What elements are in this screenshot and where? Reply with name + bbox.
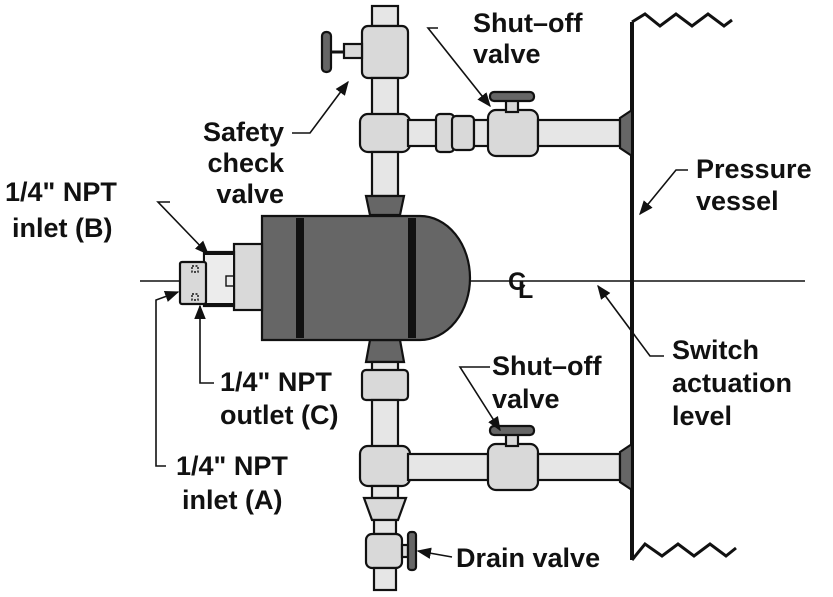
- label-shutoff-bottom-2: valve: [492, 384, 560, 414]
- switch-body: [260, 214, 472, 342]
- upper-column: [358, 4, 412, 217]
- label-safety-check-valve-1: Safety: [203, 117, 284, 147]
- label-shutoff-top-1: Shut–off: [473, 8, 583, 38]
- leader-lines: [155, 27, 688, 559]
- label-pressure-vessel-2: vessel: [696, 186, 779, 216]
- label-outlet-c-1: 1/4" NPT: [220, 367, 332, 397]
- label-inlet-a-2: inlet (A): [182, 485, 283, 515]
- label-inlet-b-1: 1/4" NPT: [5, 177, 117, 207]
- pressure-vessel-wall: [630, 12, 737, 561]
- label-drain-valve: Drain valve: [456, 543, 600, 573]
- label-safety-check-valve-3: valve: [216, 179, 284, 209]
- label-shutoff-top-2: valve: [473, 39, 541, 69]
- svg-text:C: C: [508, 268, 526, 296]
- drain-valve-handle: [400, 530, 418, 572]
- label-safety-check-valve-2: check: [207, 148, 285, 178]
- svg-text:L: L: [518, 276, 533, 304]
- label-pressure-vessel-1: Pressure: [696, 154, 812, 184]
- label-switch-actuation-2: actuation: [672, 368, 792, 398]
- lower-column: [358, 338, 412, 592]
- label-outlet-c-2: outlet (C): [220, 400, 338, 430]
- safety-check-valve-handwheel: [320, 30, 364, 74]
- label-inlet-a-1: 1/4" NPT: [176, 451, 288, 481]
- switch-head: [178, 242, 264, 312]
- label-inlet-b-2: inlet (B): [12, 213, 113, 243]
- upper-branch: [406, 90, 634, 159]
- label-switch-actuation-1: Switch: [672, 335, 759, 365]
- label-shutoff-bottom-1: Shut–off: [492, 351, 602, 381]
- centerline-symbol: C L: [508, 268, 533, 304]
- lower-branch: [406, 424, 634, 493]
- label-switch-actuation-3: level: [672, 401, 732, 431]
